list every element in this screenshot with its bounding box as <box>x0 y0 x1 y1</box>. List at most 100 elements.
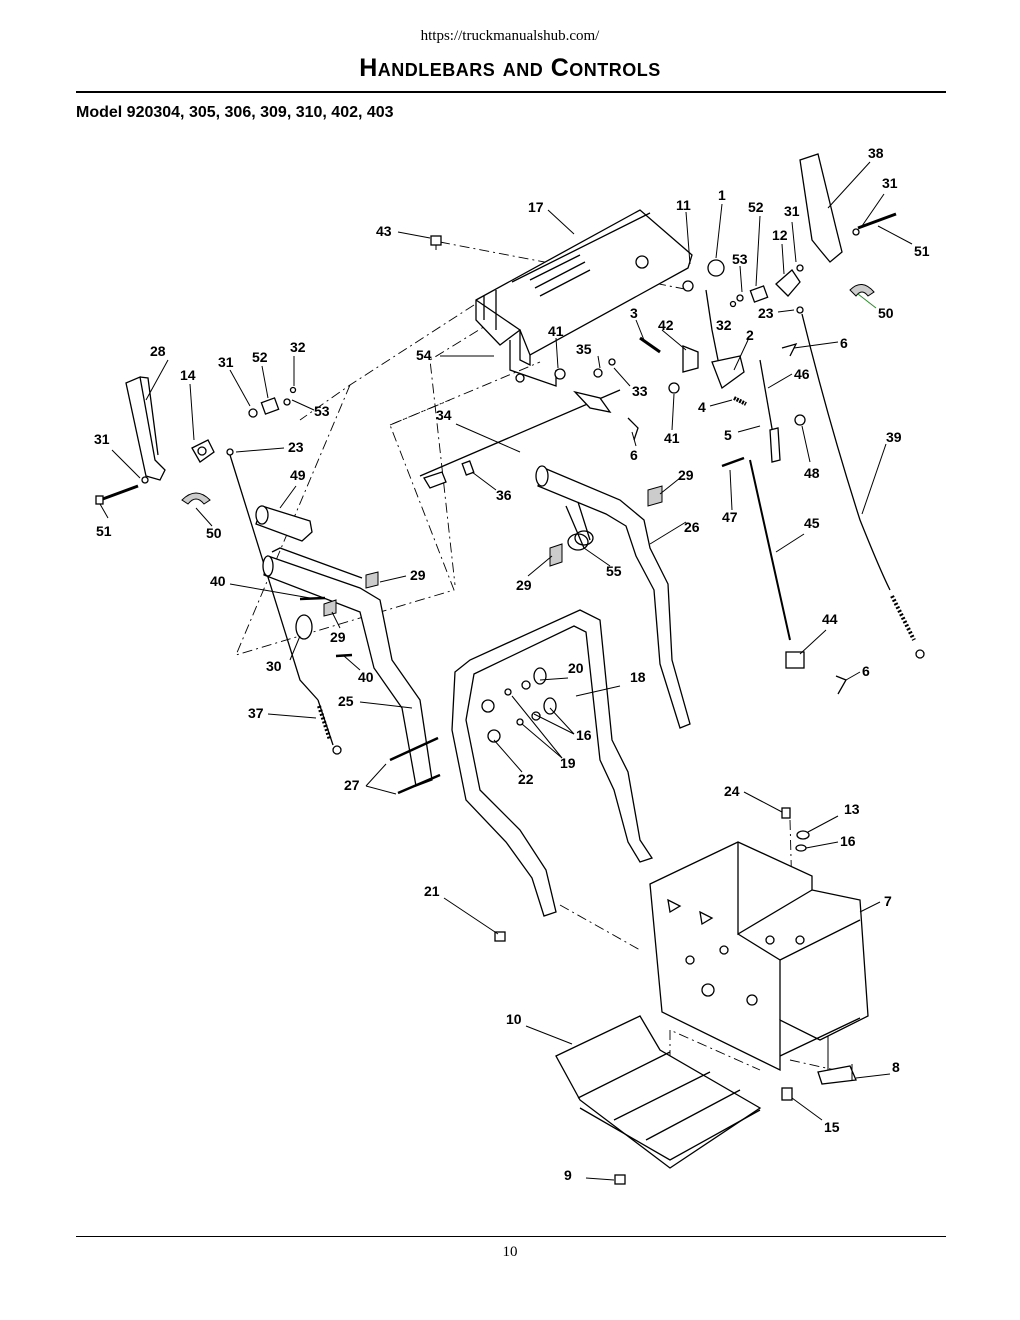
callout-47: 47 <box>722 509 738 525</box>
part-42-bracket <box>682 345 699 373</box>
part-53-nut-left <box>283 398 291 406</box>
callout-29-right-a: 29 <box>678 467 694 483</box>
part-4-spring <box>733 396 747 406</box>
part-6-pin-b <box>781 342 798 357</box>
part-36-roller <box>461 460 475 476</box>
part-50-grip-clip-right <box>849 284 875 297</box>
part-48-nut <box>794 414 806 426</box>
callout-6-c: 6 <box>862 663 870 679</box>
exploded-parts-diagram: 1 11 17 43 52 31 12 53 38 31 51 50 23 3 … <box>60 130 960 1220</box>
callout-29-left-b: 29 <box>330 629 346 645</box>
part-40-bolt-b <box>335 653 353 658</box>
part-41-nut-b <box>668 382 680 394</box>
callout-35: 35 <box>576 341 592 357</box>
model-subtitle: Model 920304, 305, 306, 309, 310, 402, 4… <box>76 104 394 121</box>
callout-32-left: 32 <box>290 339 306 355</box>
callout-34: 34 <box>436 407 452 423</box>
part-3-pin <box>639 336 661 354</box>
callout-40-left-b: 40 <box>358 669 374 685</box>
part-1-knob <box>707 259 725 277</box>
callout-45: 45 <box>804 515 820 531</box>
part-22-knob <box>481 699 495 713</box>
footer-rule <box>76 1236 946 1237</box>
callout-41-b: 41 <box>664 430 680 446</box>
part-30-spring-ring <box>295 614 313 640</box>
part-32-nut-right <box>729 300 737 308</box>
part-51-bolt-left <box>95 484 139 505</box>
part-29-clip-left-b <box>323 599 337 617</box>
part-10-tray <box>555 1015 762 1169</box>
callout-39: 39 <box>886 429 902 445</box>
part-8-bracket <box>817 1036 857 1085</box>
part-50-grip-clip-left <box>181 492 211 505</box>
callout-36: 36 <box>496 487 512 503</box>
part-18-lower-handle <box>451 609 654 917</box>
part-27-handle-bolts <box>389 736 441 795</box>
part-31-washer-right-b <box>852 228 860 236</box>
callout-31-left-a: 31 <box>218 354 234 370</box>
part-13-nut <box>796 830 810 840</box>
part-20-knobs <box>533 667 557 715</box>
callout-12: 12 <box>772 227 788 243</box>
callout-20: 20 <box>568 660 584 676</box>
part-31-washer-left <box>248 408 258 418</box>
part-6-pin-c <box>835 675 847 695</box>
callout-32-right: 32 <box>716 317 732 333</box>
part-29-clip-right-a <box>647 485 663 507</box>
part-49-hand-grip <box>255 505 313 542</box>
part-24-bolt <box>781 807 791 819</box>
callout-42: 42 <box>658 317 674 333</box>
part-31-washer-left-b <box>141 476 149 484</box>
part-2-shift-lever <box>705 289 745 390</box>
page-title: Handlebars and Controls <box>359 54 661 82</box>
part-28-shift-lever-left <box>125 376 166 481</box>
callout-46: 46 <box>794 366 810 382</box>
callout-52-right: 52 <box>748 199 764 215</box>
callout-51-left: 51 <box>96 523 112 539</box>
part-29-clip-right-b <box>549 543 563 567</box>
callout-21: 21 <box>424 883 440 899</box>
part-12-lever-bracket-right <box>775 269 801 297</box>
callout-33: 33 <box>632 383 648 399</box>
callout-49: 49 <box>290 467 306 483</box>
callout-16-b: 16 <box>840 833 856 849</box>
callout-31-left-b: 31 <box>94 431 110 447</box>
callout-18: 18 <box>630 669 646 685</box>
callout-28: 28 <box>150 343 166 359</box>
part-53-nut-right <box>736 294 744 302</box>
part-21-bolt <box>494 931 506 942</box>
callout-40-left-a: 40 <box>210 573 226 589</box>
callout-38: 38 <box>868 145 884 161</box>
callout-11: 11 <box>676 197 691 213</box>
part-38-shift-lever-right <box>799 153 843 263</box>
part-17-console-panel <box>475 209 694 387</box>
part-33-nut <box>608 358 616 366</box>
callout-7: 7 <box>884 893 892 909</box>
part-32-nut-left <box>289 386 297 394</box>
callout-48: 48 <box>804 465 820 481</box>
part-19-washers <box>504 688 524 726</box>
part-25-handle-left <box>262 547 433 787</box>
callout-29-left-a: 29 <box>410 567 426 583</box>
part-46-rod <box>759 359 781 463</box>
part-6-pin-a <box>627 417 639 441</box>
callout-44: 44 <box>822 611 838 627</box>
callout-1: 1 <box>718 187 726 203</box>
part-40-bolt-a <box>299 596 326 601</box>
leader-lines <box>99 161 913 1181</box>
part-34-shift-rod <box>419 389 621 489</box>
callout-31-right-b: 31 <box>882 175 898 191</box>
callout-23-right: 23 <box>758 305 774 321</box>
source-url: https://truckmanualshub.com/ <box>420 28 600 44</box>
callout-50-left: 50 <box>206 525 222 541</box>
part-22-knob-b <box>487 729 501 743</box>
callout-13: 13 <box>844 801 860 817</box>
callout-27: 27 <box>344 777 360 793</box>
callout-19: 19 <box>560 755 576 771</box>
callout-31-right-a: 31 <box>784 203 800 219</box>
callout-6-b: 6 <box>630 447 638 463</box>
part-7-housing <box>649 841 869 1072</box>
callout-53-left: 53 <box>314 403 330 419</box>
callouts: 1 11 17 43 52 31 12 53 38 31 51 50 23 3 … <box>94 145 930 1183</box>
part-39-cable-right <box>801 313 925 659</box>
